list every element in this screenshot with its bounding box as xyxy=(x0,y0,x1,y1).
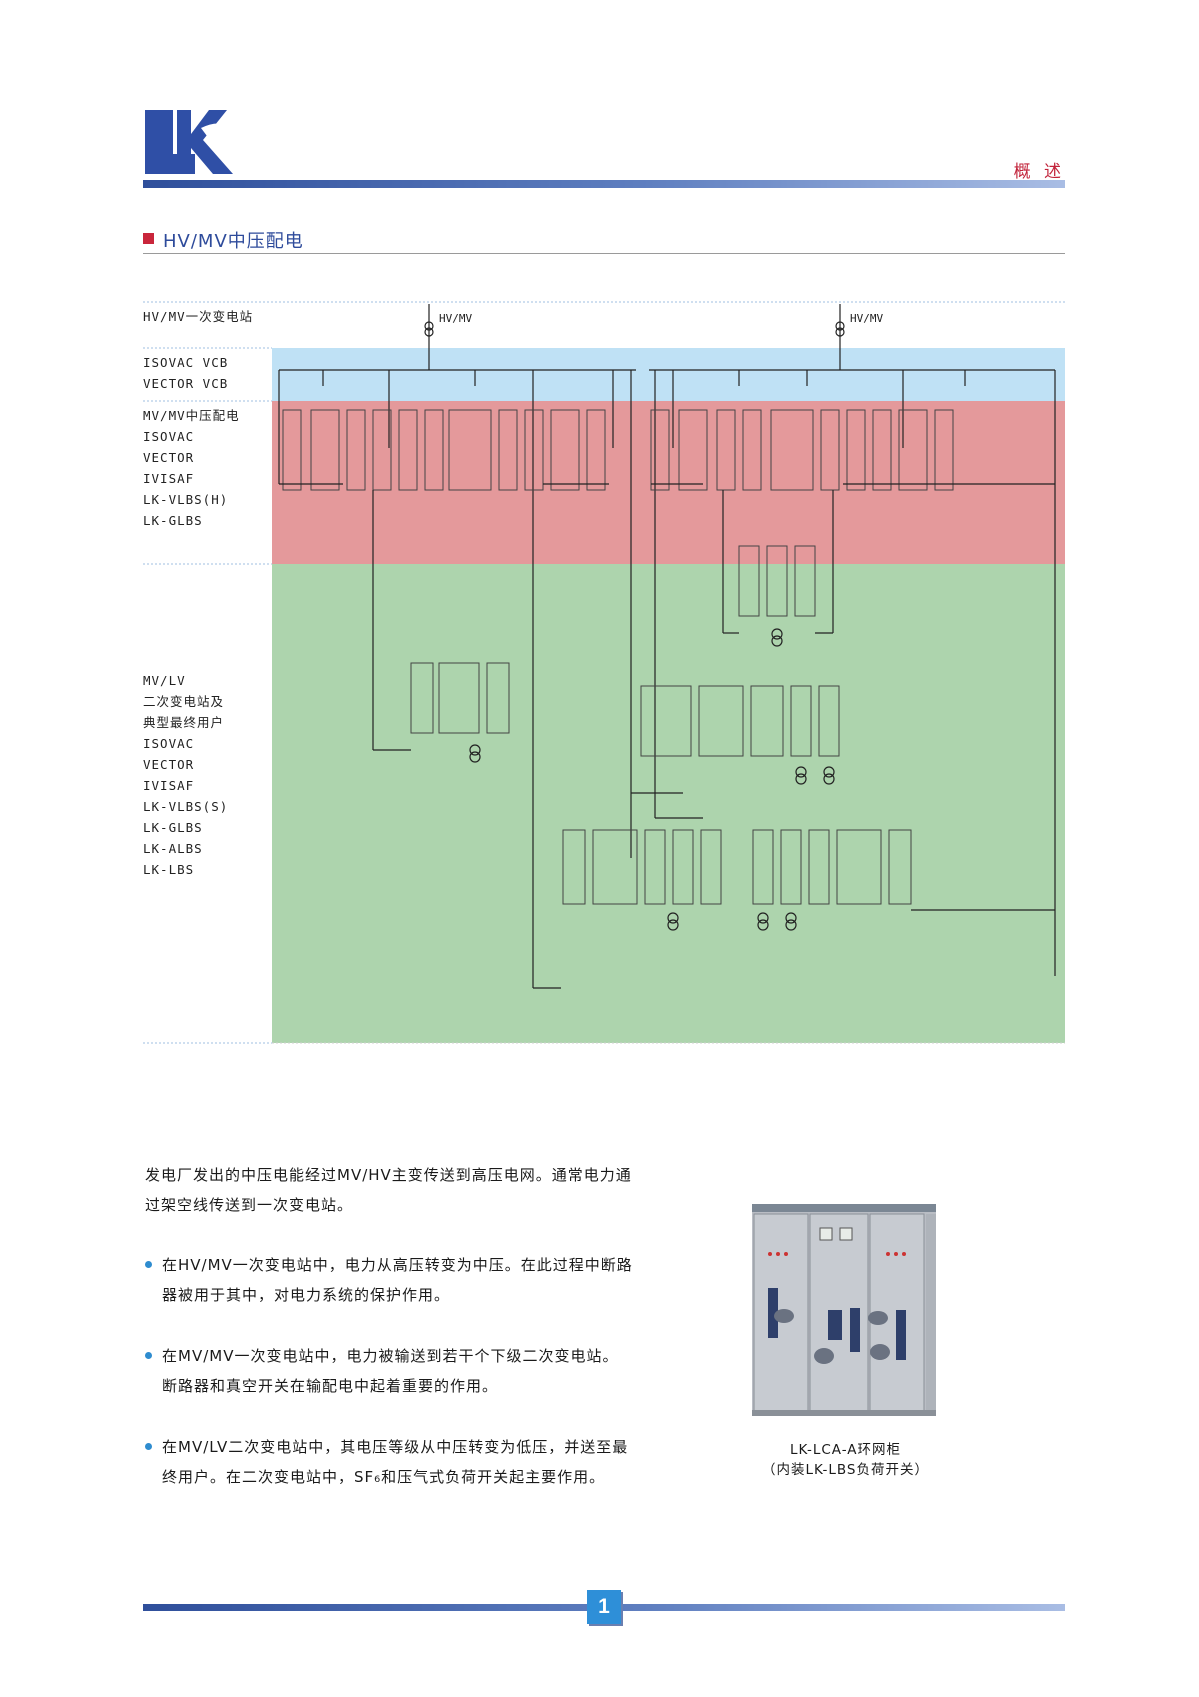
bullet-item: 在HV/MV一次变电站中，电力从高压转变为中压。在此过程中断路 器被用于其中，对… xyxy=(145,1250,665,1310)
company-logo xyxy=(143,108,237,176)
section-title: 概 述 xyxy=(1013,162,1065,182)
row-label-hv-substation: HV/MV一次变电站 xyxy=(143,309,254,324)
switchgear-photo xyxy=(748,1200,940,1422)
zone-lv xyxy=(272,564,1065,1043)
header-divider xyxy=(143,180,1065,188)
row-label-vcb: ISOVAC VCB VECTOR VCB xyxy=(143,355,229,391)
distribution-diagram: HV/MV HV/MV HV/MV一次变电站 ISOVAC VCB VECTOR… xyxy=(143,298,1065,1044)
source-label-1: HV/MV xyxy=(439,312,472,325)
single-line-diagram: HV/MV HV/MV xyxy=(143,301,1065,1044)
bullet-dot-icon xyxy=(145,1443,152,1450)
bullet-dot-icon xyxy=(145,1352,152,1359)
photo-caption: LK-LCA-A环网柜 （内装LK-LBS负荷开关） xyxy=(762,1442,929,1478)
row-label-mv-distribution: MV/MV中压配电 ISOVAC VECTOR IVISAF LK-VLBS(H… xyxy=(143,408,240,528)
intro-paragraph: 发电厂发出的中压电能经过MV/HV主变传送到高压电网。通常电力通 过架空线传送到… xyxy=(145,1166,632,1214)
source-label-2: HV/MV xyxy=(850,312,883,325)
bullet-item: 在MV/LV二次变电站中，其电压等级从中压转变为低压，并送至最 终用户。在二次变… xyxy=(145,1432,665,1492)
heading-marker xyxy=(143,233,154,244)
bullet-dot-icon xyxy=(145,1261,152,1268)
bullet-item: 在MV/MV一次变电站中，电力被输送到若干个下级二次变电站。 断路器和真空开关在… xyxy=(145,1341,665,1401)
page-heading: HV/MV中压配电 xyxy=(143,227,1065,254)
page-number: 1 xyxy=(587,1590,621,1624)
heading-text: HV/MV中压配电 xyxy=(163,231,304,252)
row-label-lv-substation: MV/LV 二次变电站及 典型最终用户 ISOVAC VECTOR IVISAF… xyxy=(143,673,229,877)
zone-hv xyxy=(272,348,1065,401)
